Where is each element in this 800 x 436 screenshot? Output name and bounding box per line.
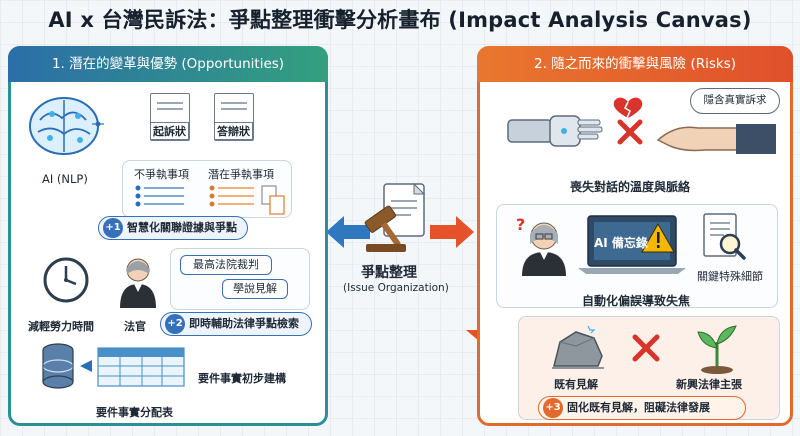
ai-memo-laptop-icon xyxy=(578,215,686,274)
blocked-x-icon xyxy=(632,334,660,362)
handshake-broken-icon xyxy=(507,97,776,154)
center-sublabel: (Issue Organization) xyxy=(343,282,449,294)
ai-nlp-label: AI (NLP) xyxy=(42,172,88,186)
ai-memo-label: AI 備忘錄 xyxy=(594,236,648,250)
risks-header: 2. 隨之而來的衝擊與風險 (Risks) xyxy=(477,46,793,82)
badge-text: 即時輔助法律爭點檢索 xyxy=(189,317,299,330)
page-title: AI x 台灣民訴法：爭點整理衝擊分析畫布 (Impact Analysis C… xyxy=(48,8,752,32)
sprout-icon xyxy=(697,325,737,374)
magnifier-doc-icon xyxy=(703,213,746,260)
badge-number: +3 xyxy=(543,398,563,418)
svg-text:?: ? xyxy=(516,215,525,234)
badge-solidify-views: +3 固化既有見解，阻礙法律發展 xyxy=(538,396,746,420)
opportunities-header: 1. 潛在的變革與優勢 (Opportunities) xyxy=(8,46,328,82)
issue-list-icon xyxy=(135,185,285,215)
gavel-document-icon xyxy=(364,182,426,252)
automation-bias-label: 自動化偏誤導致失焦 xyxy=(582,294,691,308)
badge-number: +2 xyxy=(165,314,185,334)
badge-text: 固化既有見解，阻礙法律發展 xyxy=(567,401,710,414)
new-claim-label: 新興法律主張 xyxy=(676,378,742,391)
badge-number: +1 xyxy=(103,218,123,238)
disputed-label: 潛在爭執事項 xyxy=(208,168,274,181)
badge-instant-search: +2 即時輔助法律爭點檢索 xyxy=(160,312,312,336)
hidden-claim-text: 隱含真實訴求 xyxy=(703,94,767,106)
clock-icon xyxy=(43,257,89,303)
existing-view-label: 既有見解 xyxy=(554,378,598,391)
answer-label: 答辯狀 xyxy=(214,122,253,140)
lost-context-label: 喪失對話的溫度與脈絡 xyxy=(570,180,691,194)
judge-label: 法官 xyxy=(124,320,146,333)
elements-table-label: 要件事實分配表 xyxy=(96,406,173,419)
center-label: 爭點整理 xyxy=(361,265,417,281)
confused-judge-icon: ? xyxy=(516,215,566,276)
undisputed-label: 不爭執事項 xyxy=(134,168,189,181)
judge-icon xyxy=(120,258,156,308)
key-detail-label: 關鍵特殊細節 xyxy=(697,270,763,283)
doctrine-pill: 學說見解 xyxy=(222,279,288,299)
hidden-claim-bubble: 隱含真實訴求 xyxy=(690,88,780,114)
rock-icon xyxy=(552,325,604,369)
reduce-time-label: 減輕勞力時間 xyxy=(28,320,94,333)
ai-brain-icon xyxy=(29,97,104,155)
elements-construct-label: 要件事實初步建構 xyxy=(198,372,286,385)
badge-smart-linking: +1 智慧化關聯證據與爭點 xyxy=(98,216,248,240)
badge-text: 智慧化關聯證據與爭點 xyxy=(127,221,237,234)
supreme-court-pill: 最高法院裁判 xyxy=(180,255,272,275)
complaint-label: 起訴狀 xyxy=(150,122,189,140)
database-table-icon xyxy=(42,343,185,389)
